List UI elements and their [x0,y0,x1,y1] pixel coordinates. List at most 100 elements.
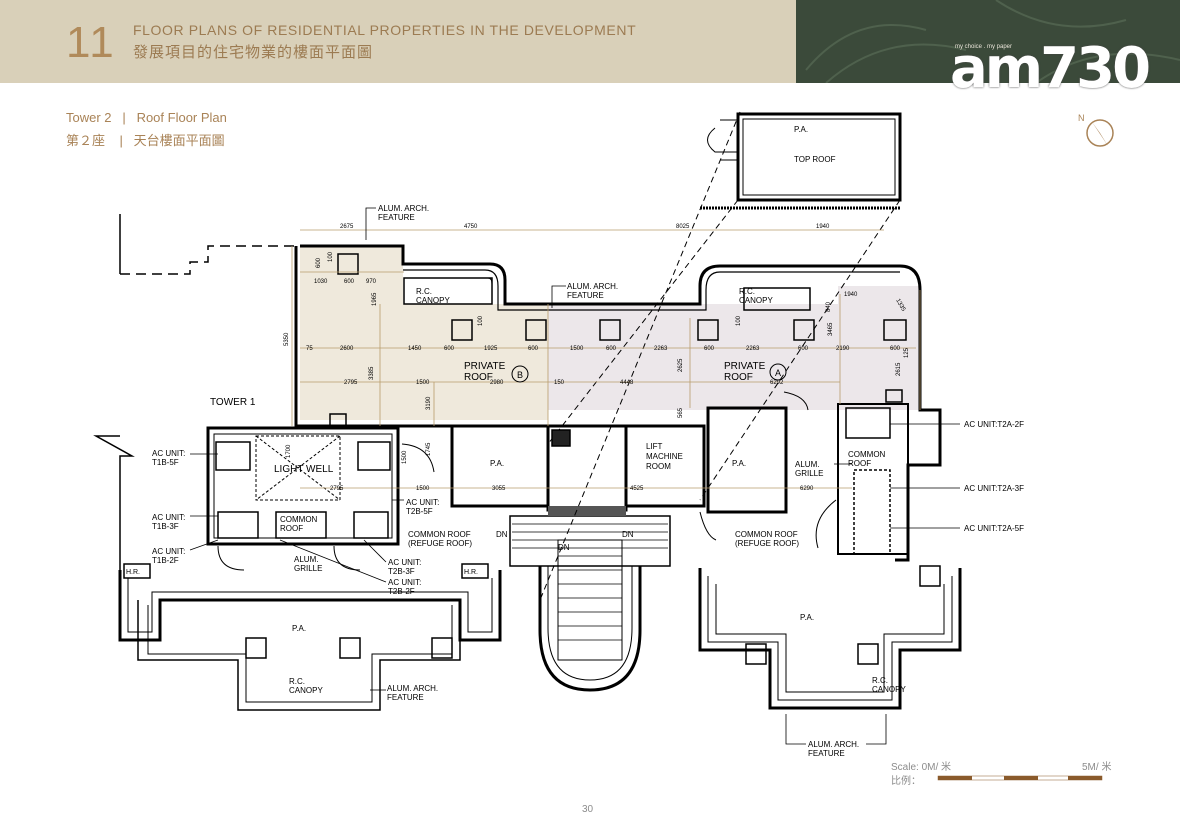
dim-2263b: 2263 [746,346,760,352]
dim-840: 840 [826,301,832,312]
ac-unit-t1b3f: AC UNIT: [152,513,185,522]
north-arrow-icon [1086,119,1114,147]
equipment-boxes [123,253,941,665]
label-rc-canopy-left: R.C. [416,287,432,296]
ac-unit-t2b2f: AC UNIT: [388,578,421,587]
label-alum-arch-bottom-left: ALUM. ARCH. [387,684,438,693]
north-label: N [1078,113,1085,123]
dim-150: 150 [554,380,565,386]
dim-600b: 600 [444,346,455,352]
building-outline [118,244,962,711]
label-rc-canopy-right: R.C. [739,287,755,296]
label-alum-arch-bottom-left2: FEATURE [387,693,424,702]
label-alum-arch-top2: FEATURE [378,213,415,222]
dim-2190: 2190 [836,346,850,352]
label-private-roof-a2: ROOF [724,372,753,383]
dim-100b: 100 [478,315,484,326]
dim-1500d: 1500 [416,486,430,492]
section-title-en: FLOOR PLANS OF RESIDENTIAL PROPERTIES IN… [133,22,637,38]
label-private-roof-b: PRIVATE [464,361,506,372]
dimension-lines [291,229,921,489]
dim-8025: 8025 [676,224,690,230]
label-rc-canopy-left2: CANOPY [416,296,450,305]
scale-label: Scale: 0M/ 米 [891,762,952,773]
stair-treads [512,523,668,641]
dim-600c: 600 [528,346,539,352]
dim-1500b: 1500 [416,380,430,386]
dim-4750: 4750 [464,224,478,230]
ac-unit-t1b5f: AC UNIT: [152,449,185,458]
dim-75: 75 [306,346,313,352]
leader-lines [189,207,960,745]
dim-3385: 3385 [369,366,375,380]
label-rc-canopy-bottom-left2: CANOPY [289,686,323,695]
label-alum-grille-left: ALUM. [294,555,318,564]
dim-600g: 600 [890,346,901,352]
ac-unit-t2b3f-code: T2B-3F [388,567,415,576]
label-common-roof-right-small: COMMON [848,450,886,459]
dim-2263a: 2263 [654,346,668,352]
private-roof-b-area [300,246,548,420]
tag-private-roof-b: B [517,370,523,380]
label-lift-room: LIFT [646,442,663,451]
dim-4448: 4448 [620,380,634,386]
dim-600f: 600 [798,346,809,352]
dim-1700: 1700 [286,444,292,458]
label-alum-grille-right2: GRILLE [795,469,823,478]
leaf-pattern [805,0,1180,83]
header-band [0,0,796,83]
dim-125: 125 [904,347,910,358]
brand-tagline: my choice . my paper [955,44,1013,50]
label-alum-arch-top: ALUM. ARCH. [378,204,429,213]
top-roof-pa: P.A. [794,125,808,134]
ac-unit-t1b3f-code: T1B-3F [152,522,179,531]
dim-2615: 2615 [896,362,902,376]
ac-unit-t2a3f: AC UNIT:T2A-3F [964,484,1024,493]
label-common-refuge-right: COMMON ROOF [735,530,798,539]
dim-1940a: 1940 [816,224,830,230]
label-common-roof-small: COMMON [280,515,318,524]
label-lift-room3: ROOM [646,462,671,471]
page-number: 30 [582,804,594,815]
dim-3055: 3055 [492,486,506,492]
label-common-roof-right-small2: ROOF [848,459,871,468]
label-pa-mid: P.A. [490,459,504,468]
scale-bar [937,775,1103,781]
label-alum-arch-mid: ALUM. ARCH. [567,282,618,291]
dim-5350: 5350 [284,332,290,346]
label-alum-grille-right: ALUM. [795,460,819,469]
label-common-refuge-left: COMMON ROOF [408,530,471,539]
label-alum-arch-bottom-right: ALUM. ARCH. [808,740,859,749]
tag-private-roof-a: A [775,368,781,378]
label-common-roof-small2: ROOF [280,524,303,533]
dim-1500a: 1500 [570,346,584,352]
ac-unit-t1b2f-code: T1B-2F [152,556,179,565]
ac-unit-t2b5f: AC UNIT: [406,498,439,507]
dim-1450: 1450 [408,346,422,352]
dim-600v: 600 [316,257,322,268]
plan-subtitle-zh: 第２座 | 天台樓面平面圖 [66,133,225,148]
label-common-refuge-right2: (REFUGE ROOF) [735,539,799,548]
label-dn-2: DN [558,543,570,552]
dim-1925: 1925 [484,346,498,352]
dim-2980: 2980 [490,380,504,386]
dim-100c: 100 [736,315,742,326]
label-alum-arch-mid2: FEATURE [567,291,604,300]
label-alum-grille-left2: GRILLE [294,564,322,573]
dim-2675: 2675 [340,224,354,230]
label-dn-1: DN [496,530,508,539]
label-rc-canopy-bottom-right2: CANOPY [872,685,906,694]
dim-600e: 600 [704,346,715,352]
section-title-zh: 發展項目的住宅物業的樓面平面圖 [133,44,374,61]
ac-unit-t2a2f: AC UNIT:T2A-2F [964,420,1024,429]
ac-unit-t2b2f-code: T2B-2F [388,587,415,596]
dim-565: 565 [678,407,684,418]
dim-600d: 600 [606,346,617,352]
dim-1940b: 1940 [844,292,858,298]
dim-2600: 2600 [340,346,354,352]
dim-2795b: 2795 [330,486,344,492]
label-rc-canopy-right2: CANOPY [739,296,773,305]
ac-unit-t2b3f: AC UNIT: [388,558,421,567]
brand-panel [796,0,1180,83]
